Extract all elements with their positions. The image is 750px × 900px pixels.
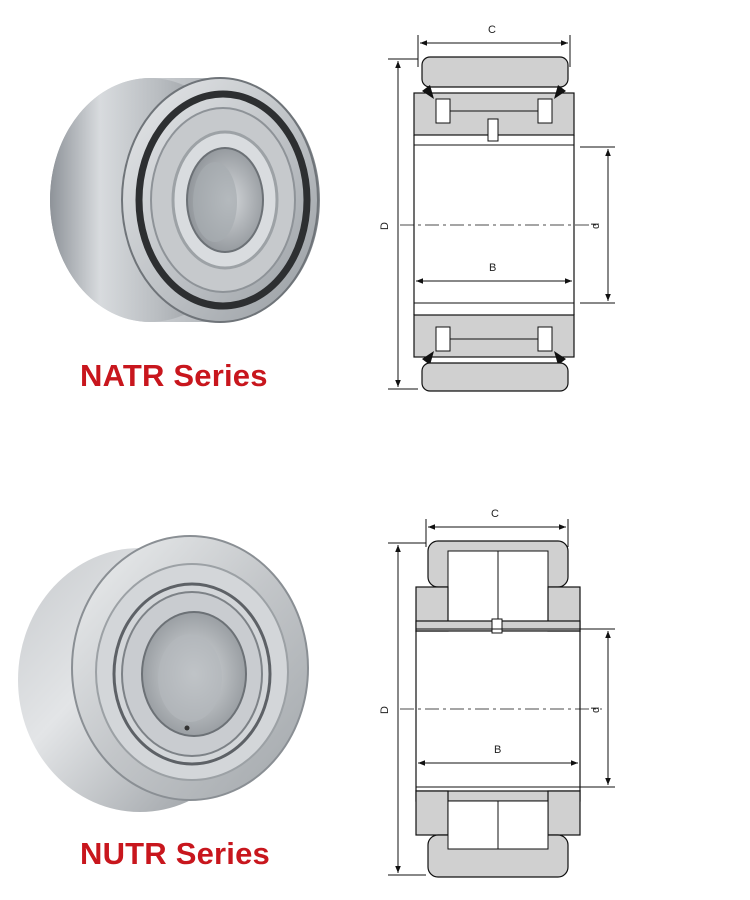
natr-bearing-photo (50, 77, 320, 323)
nutr-technical-drawing: C D d B (379, 508, 615, 878)
natr-panel: NATR Series C D d (50, 24, 615, 393)
nutr-dim-b: B (494, 744, 501, 756)
natr-technical-drawing: C D d B (379, 24, 615, 392)
nutr-dim-d-bore: d (590, 707, 602, 713)
nutr-panel: NUTR Series C D d (0, 450, 750, 900)
nutr-dim-c: C (491, 508, 499, 520)
nutr-bearing-photo (18, 535, 309, 812)
natr-dim-d-outer: D (379, 222, 391, 230)
natr-dim-d-bore: d (590, 223, 602, 229)
natr-dim-b: B (489, 262, 496, 274)
natr-series-label: NATR Series (80, 358, 268, 393)
nutr-series-label: NUTR Series (80, 836, 270, 871)
nutr-dim-d-outer: D (379, 706, 391, 714)
natr-dim-c: C (488, 24, 496, 36)
